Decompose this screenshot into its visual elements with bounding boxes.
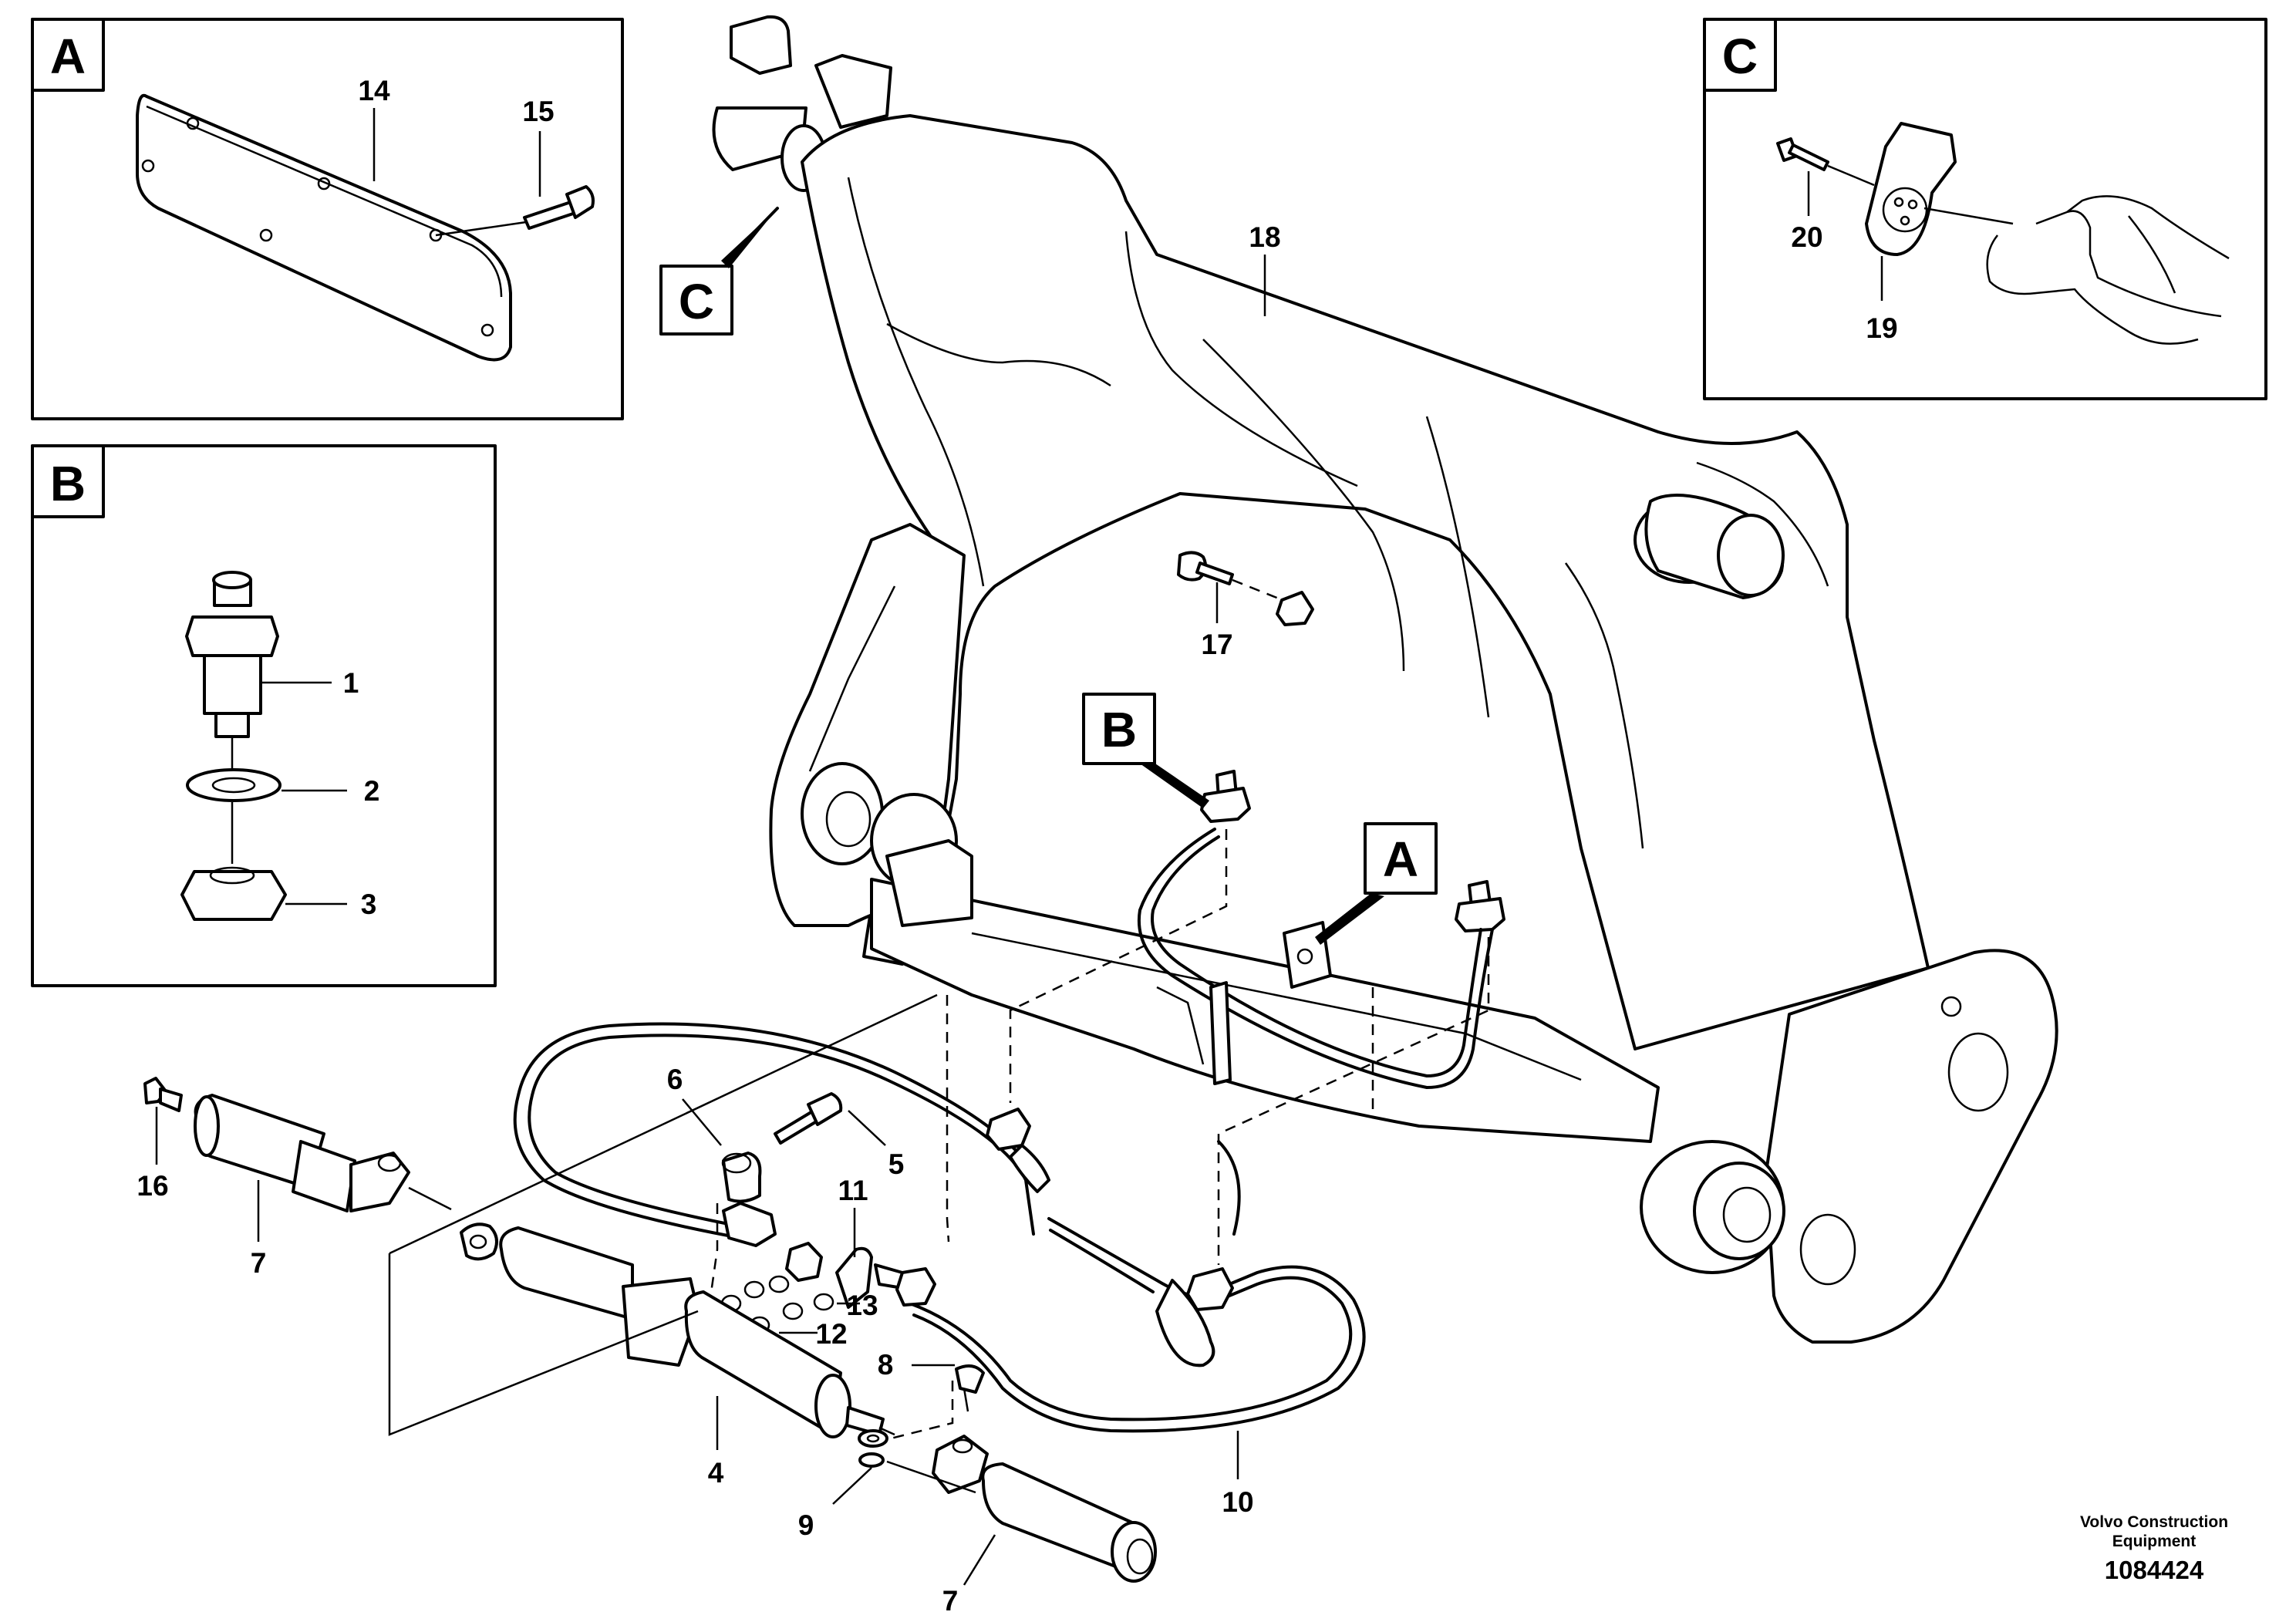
callout-7-upper: 7: [251, 1247, 267, 1279]
callout-10: 10: [1222, 1486, 1253, 1518]
callout-8: 8: [878, 1349, 894, 1381]
callout-2: 2: [364, 775, 380, 807]
detail-b-panel: B 1 2 3: [31, 444, 497, 987]
callout-19: 19: [1866, 312, 1897, 344]
frame-callouts: 18 17: [1201, 221, 1280, 660]
callout-18: 18: [1249, 221, 1280, 253]
callout-5: 5: [888, 1148, 905, 1180]
callout-6: 6: [667, 1064, 683, 1095]
view-ref-a: A: [1315, 822, 1438, 945]
callout-11: 11: [838, 1175, 868, 1206]
quick-coupler-frame: [712, 15, 2058, 1344]
detail-c-letter: C: [1722, 29, 1758, 84]
detail-a-panel: A 14 15: [31, 18, 624, 420]
view-ref-b: B: [1082, 693, 1209, 808]
title-block: Volvo Construction Equipment 1084424: [2080, 1513, 2228, 1584]
callout-9: 9: [798, 1509, 814, 1541]
detail-a-letter: A: [50, 29, 86, 84]
detail-c-panel: C 20 19: [1703, 18, 2267, 400]
detail-b-letter: B: [50, 456, 86, 511]
callout-3: 3: [361, 889, 377, 920]
hose-assembly: 6 5 11 13 12 8 10: [513, 829, 1490, 1518]
callout-17: 17: [1201, 629, 1232, 660]
view-ref-c-letter: C: [679, 274, 714, 329]
callout-14: 14: [358, 75, 390, 106]
company-line-2: Equipment: [2112, 1533, 2197, 1550]
callout-12: 12: [815, 1318, 847, 1350]
drawing-number: 1084424: [2105, 1556, 2204, 1584]
callout-15: 15: [522, 96, 554, 127]
callout-7-lower: 7: [942, 1585, 959, 1617]
callout-4: 4: [708, 1457, 724, 1489]
company-line-1: Volvo Construction: [2080, 1513, 2228, 1531]
cylinder-assemblies: 16 7 4 9 7: [137, 993, 1157, 1617]
view-ref-b-letter: B: [1101, 702, 1137, 757]
view-ref-a-letter: A: [1383, 831, 1418, 887]
view-ref-c: C: [659, 207, 779, 336]
callout-13: 13: [846, 1290, 878, 1321]
callout-16: 16: [137, 1170, 168, 1202]
callout-1: 1: [343, 667, 359, 699]
callout-20: 20: [1791, 221, 1822, 253]
